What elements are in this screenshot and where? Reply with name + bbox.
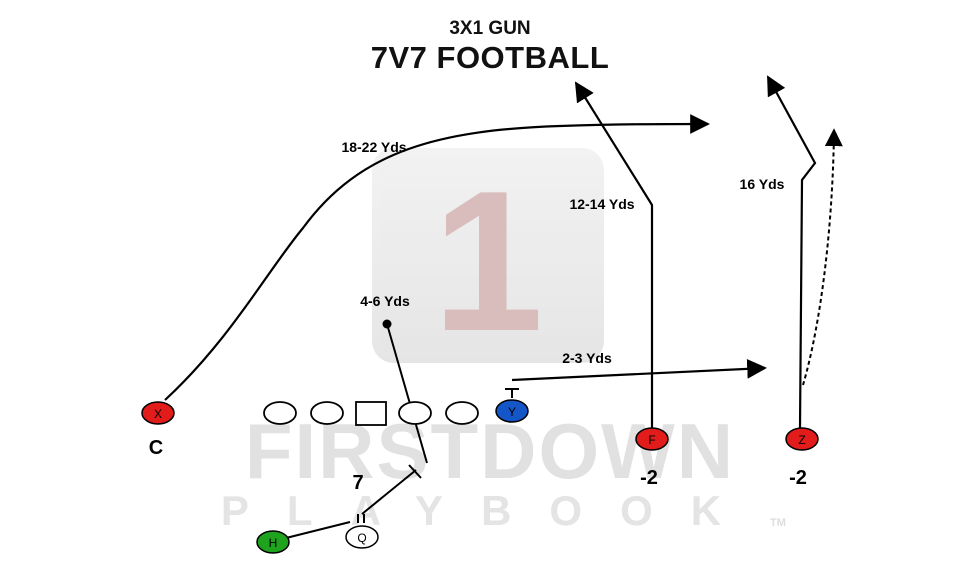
lineman-left-guard: [310, 401, 344, 425]
player-y[interactable]: Y: [495, 399, 529, 423]
f-route-label: 12-14 Yds: [569, 196, 634, 212]
x-alignment-label: C: [149, 437, 163, 459]
z-alignment-label: -2: [789, 467, 807, 489]
h-route-label: 4-6 Yds: [360, 293, 410, 309]
player-y-label: Y: [508, 405, 516, 419]
watermark-trademark: TM: [770, 517, 786, 529]
player-h-label: H: [269, 536, 278, 550]
f-route: [574, 81, 654, 428]
x-route-label: 18-22 Yds: [341, 139, 406, 155]
watermark-brand-line2: PLAYBOOK: [221, 487, 759, 534]
player-x[interactable]: X: [141, 401, 175, 425]
z-route-label: 16 Yds: [740, 176, 785, 192]
h-route: [386, 323, 428, 464]
player-z[interactable]: Z: [785, 427, 819, 451]
page-title: 7V7 FOOTBALL: [370, 40, 610, 75]
watermark-logo-glyph: 1: [432, 150, 543, 373]
player-q-label: Q: [357, 531, 366, 545]
y-route-label: 2-3 Yds: [562, 350, 612, 366]
y-route: [511, 358, 767, 382]
lineman-right-guard: [398, 401, 432, 425]
h-route-endpoint: [382, 319, 392, 329]
x-route: [164, 114, 710, 401]
f-alignment-label: -2: [640, 467, 658, 489]
player-z-label: Z: [798, 433, 805, 447]
lineman-center: [355, 401, 387, 426]
player-q[interactable]: Q: [345, 525, 379, 549]
lineman-right-tackle: [445, 401, 479, 425]
formation-title: 3X1 GUN: [449, 18, 531, 39]
player-f-label: F: [648, 433, 655, 447]
player-x-label: X: [154, 407, 162, 421]
q-drop-path: [361, 469, 417, 515]
z-route: [767, 75, 817, 429]
z-option-route: [802, 128, 843, 386]
player-f[interactable]: F: [635, 427, 669, 451]
watermark-logo: 1: [372, 148, 604, 373]
q-steps-label: 7: [352, 472, 363, 494]
q-drop-tee: [408, 464, 422, 479]
player-h[interactable]: H: [256, 530, 290, 554]
lineman-left-tackle: [263, 401, 297, 425]
